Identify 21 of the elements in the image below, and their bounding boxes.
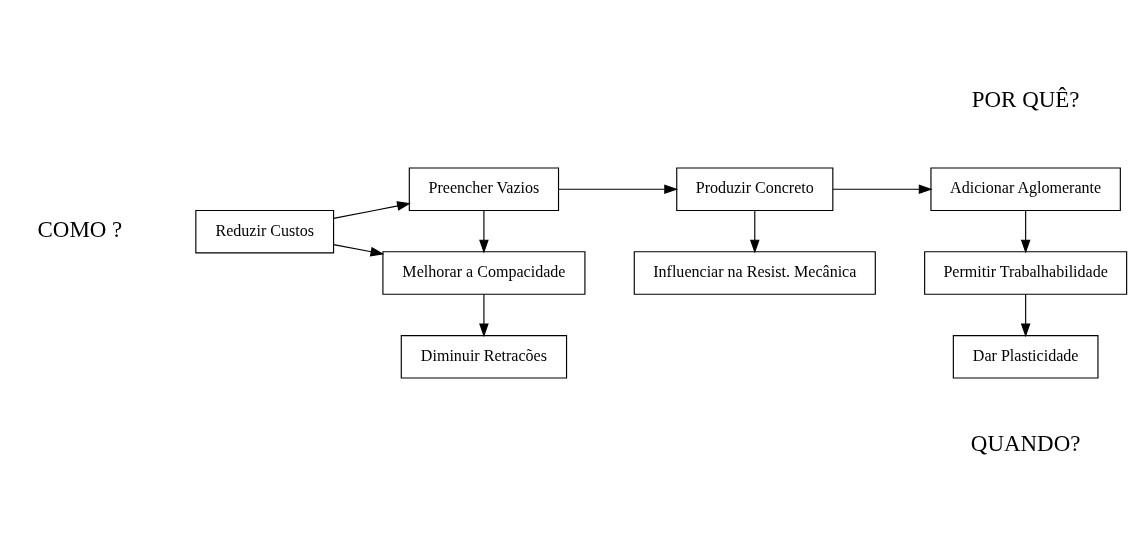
arrow — [749, 209, 760, 253]
arrow — [479, 293, 489, 337]
node-box: Melhorar a Compacidade — [382, 250, 586, 295]
node-box: Preencher Vazios — [408, 166, 560, 211]
label: POR QUÊ? — [971, 86, 1080, 112]
node-box: Influenciar na Resist. Mecânica — [633, 250, 876, 295]
arrow — [333, 200, 411, 219]
arrow — [333, 243, 385, 256]
node-box: Diminuir Retracões — [400, 334, 568, 379]
arrow — [558, 183, 679, 194]
node-box: Dar Plasticidade — [952, 334, 1099, 379]
arrow — [1020, 293, 1031, 337]
arrow — [479, 209, 489, 253]
label: QUANDO? — [970, 430, 1081, 456]
node-box: Reduzir Custos — [195, 209, 335, 253]
node-box: Permitir Trabalhabilidade — [924, 250, 1128, 295]
node-box: Produzir Concreto — [676, 166, 834, 211]
label: COMO ? — [37, 216, 123, 242]
arrow — [1020, 209, 1031, 253]
node-box: Adicionar Aglomerante — [930, 166, 1121, 211]
arrow — [832, 183, 933, 194]
